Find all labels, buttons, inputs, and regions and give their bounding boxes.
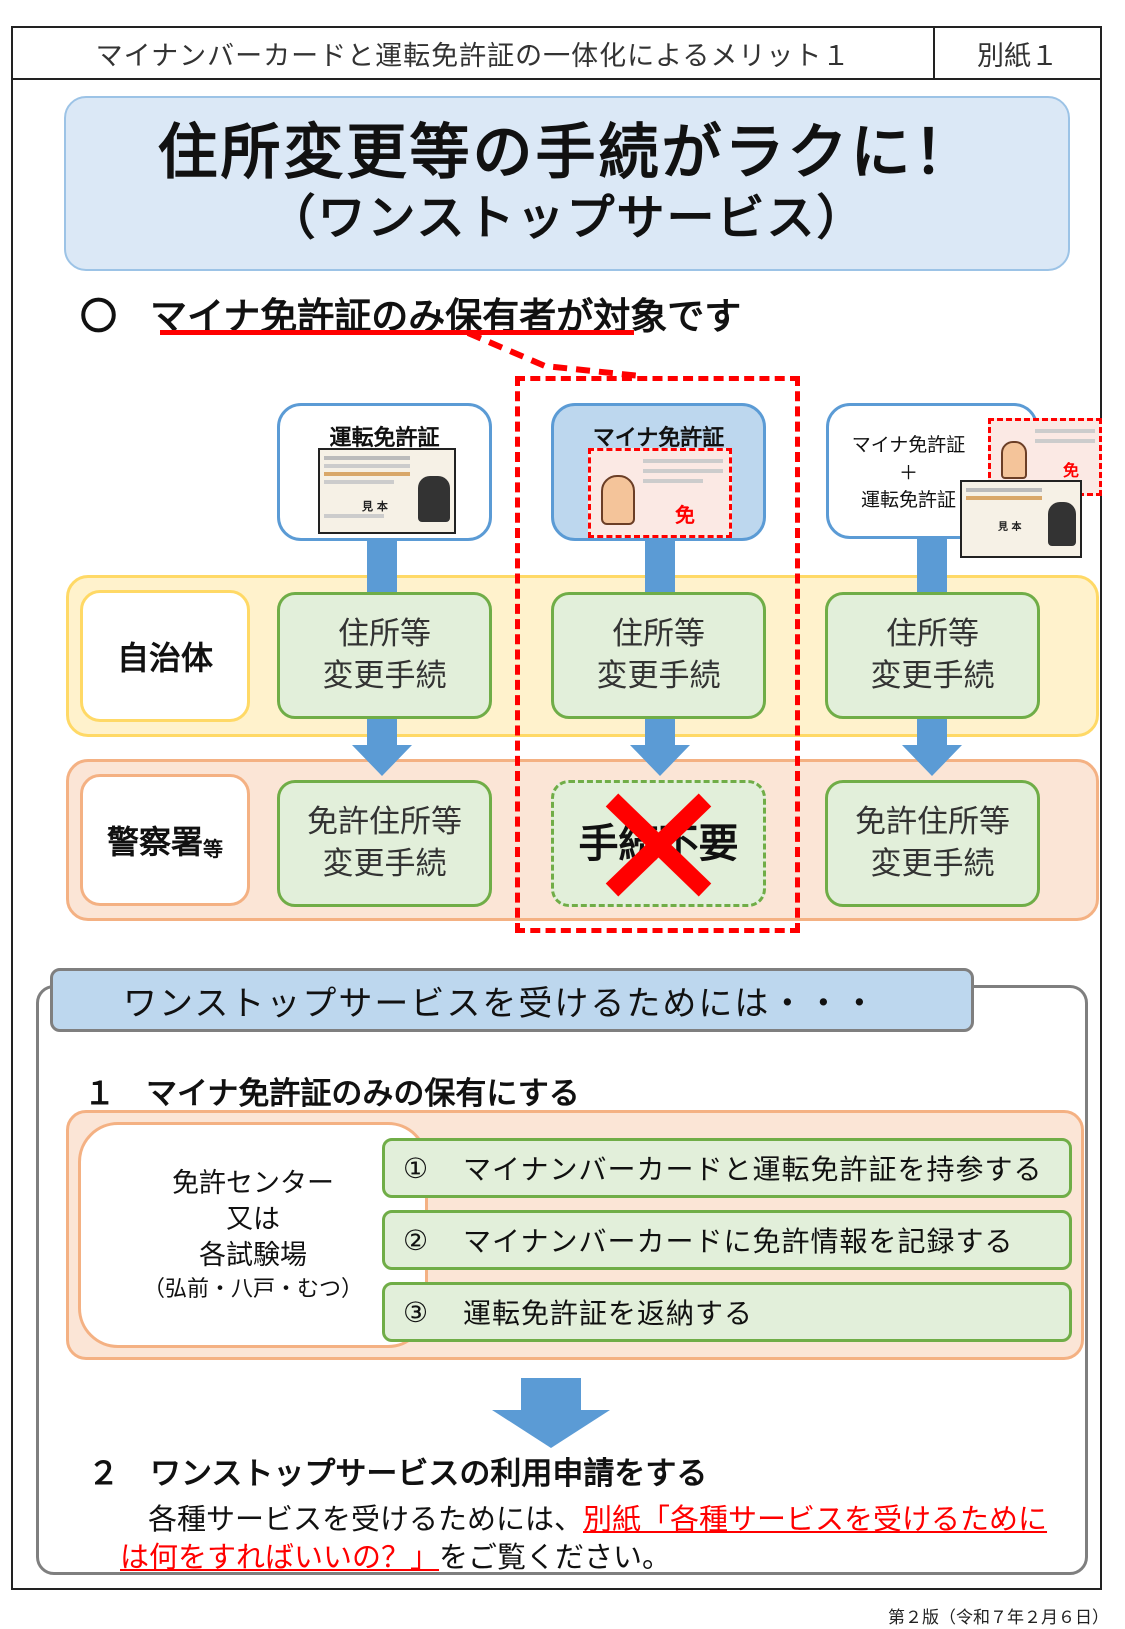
arrow-stem bbox=[645, 536, 675, 592]
banner: 住所変更等の手続がラクに！ （ワンストップサービス） bbox=[64, 96, 1070, 271]
action-text: 運転免許証を返納する bbox=[463, 1297, 754, 1330]
row-label-police: 警察署等 bbox=[80, 774, 250, 906]
arrow-down-icon bbox=[492, 1410, 610, 1448]
para-after: をご覧ください。 bbox=[439, 1540, 672, 1575]
arrow-stem bbox=[917, 536, 947, 592]
connector-dashed-line bbox=[466, 330, 641, 379]
center-line: 又は bbox=[226, 1203, 280, 1235]
center-locations: （弘前・八戸・むつ） bbox=[142, 1276, 363, 1302]
license-card-image: 見 本 bbox=[318, 448, 456, 534]
sample-mark: 見 本 bbox=[998, 522, 1022, 533]
procedure-line: 住所等 bbox=[886, 615, 979, 652]
photo-icon bbox=[418, 476, 450, 522]
license-card-label: 運転免許証 bbox=[329, 426, 440, 451]
action-number: ① bbox=[403, 1151, 430, 1185]
photo-icon bbox=[601, 475, 635, 525]
procedure-line: 住所等 bbox=[338, 615, 431, 652]
banner-subtitle: （ワンストップサービス） bbox=[267, 190, 867, 246]
municipality-procedure: 住所等 変更手続 bbox=[277, 592, 492, 719]
photo-icon bbox=[1001, 441, 1027, 479]
action-number: ③ bbox=[403, 1295, 430, 1329]
arrow-down-icon bbox=[630, 745, 690, 776]
bullet-icon: 〇 bbox=[80, 295, 117, 338]
action-item: ③ 運転免許証を返納する bbox=[382, 1282, 1072, 1342]
section-title: ワンストップサービスを受けるためには・・・ bbox=[50, 968, 974, 1032]
arrow-stem bbox=[917, 718, 947, 748]
myna-card-box: マイナ免許証 免 bbox=[551, 403, 766, 541]
arrow-down-icon bbox=[902, 745, 962, 776]
reference-link[interactable]: 別紙「各種サービスを受けるためには何をすればいいの？」 bbox=[120, 1502, 1048, 1575]
plus-icon: ＋ bbox=[898, 461, 918, 484]
para-before: 各種サービスを受けるためには、 bbox=[148, 1502, 584, 1536]
municipality-procedure: 住所等 変更手続 bbox=[825, 592, 1040, 719]
procedure-line: 免許住所等 bbox=[855, 803, 1010, 840]
license-card-box: 運転免許証 見 本 bbox=[277, 403, 492, 541]
myna-column-highlight bbox=[515, 376, 800, 933]
action-item: ① マイナンバーカードと運転免許証を持参する bbox=[382, 1138, 1072, 1198]
myna-card-label: マイナ免許証 bbox=[592, 426, 725, 451]
procedure-line: 変更手続 bbox=[870, 657, 995, 694]
both-label-myna: マイナ免許証 bbox=[851, 434, 966, 456]
police-procedure: 免許住所等 変更手続 bbox=[277, 780, 492, 907]
both-license-card-image: 見 本 bbox=[960, 480, 1082, 558]
action-text: マイナンバーカードに免許情報を記録する bbox=[463, 1225, 1014, 1258]
menkyo-mark: 免 bbox=[675, 503, 695, 527]
arrow-stem bbox=[645, 718, 675, 748]
menkyo-mark: 免 bbox=[1063, 461, 1080, 480]
procedure-line: 変更手続 bbox=[870, 845, 995, 882]
step-1: １ マイナ免許証のみの保有にする bbox=[84, 1076, 580, 1112]
procedure-line: 住所等 bbox=[612, 615, 705, 652]
police-procedure: 免許住所等 変更手続 bbox=[825, 780, 1040, 907]
highlight-underline bbox=[160, 330, 634, 335]
police-suffix: 等 bbox=[203, 836, 223, 861]
header-title: マイナンバーカードと運転免許証の一体化によるメリット１ bbox=[11, 26, 935, 80]
photo-icon bbox=[1048, 502, 1076, 546]
action-text: マイナンバーカードと運転免許証を持参する bbox=[463, 1153, 1043, 1186]
procedure-line: 変更手続 bbox=[322, 845, 447, 882]
both-label-license: 運転免許証 bbox=[860, 489, 956, 512]
arrow-stem bbox=[521, 1378, 581, 1412]
myna-card-image: 免 bbox=[588, 448, 732, 538]
action-item: ② マイナンバーカードに免許情報を記録する bbox=[382, 1210, 1072, 1270]
procedure-line: 変更手続 bbox=[596, 657, 721, 694]
version-footer: 第２版（令和７年２月６日） bbox=[888, 1608, 1109, 1628]
license-center-box: 免許センター 又は 各試験場 （弘前・八戸・むつ） bbox=[78, 1122, 428, 1348]
center-line: 各試験場 bbox=[199, 1240, 307, 1272]
police-label: 警察署 bbox=[106, 823, 203, 861]
sample-mark: 見 本 bbox=[362, 500, 388, 513]
procedure-line: 免許住所等 bbox=[307, 803, 462, 840]
municipality-procedure: 住所等 変更手続 bbox=[551, 592, 766, 719]
action-number: ② bbox=[403, 1223, 430, 1257]
banner-title: 住所変更等の手続がラクに！ bbox=[157, 118, 977, 188]
instruction-paragraph: 各種サービスを受けるためには、別紙「各種サービスを受けるためには何をすればいいの… bbox=[120, 1500, 1050, 1577]
arrow-stem bbox=[367, 718, 397, 748]
step-2: ２ ワンストップサービスの利用申請をする bbox=[88, 1456, 708, 1492]
attachment-label: 別紙１ bbox=[933, 26, 1102, 80]
arrow-stem bbox=[367, 536, 397, 592]
procedure-line: 変更手続 bbox=[322, 657, 447, 694]
row-label-municipality: 自治体 bbox=[80, 590, 250, 722]
center-line: 免許センター bbox=[172, 1167, 334, 1199]
arrow-down-icon bbox=[352, 745, 412, 776]
